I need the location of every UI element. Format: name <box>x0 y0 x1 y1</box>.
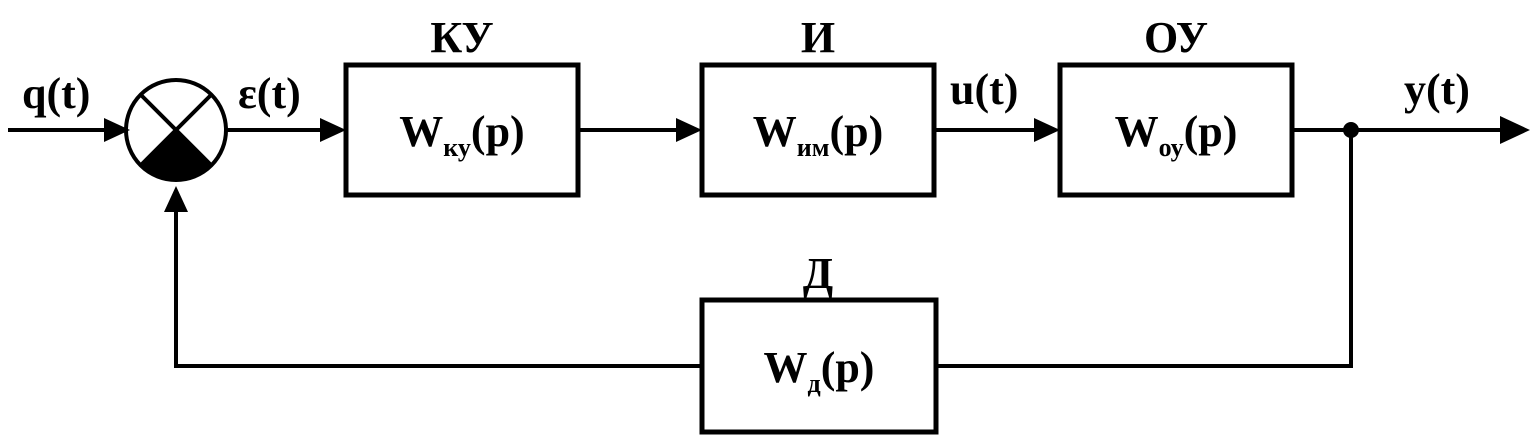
plant-label: ОУ <box>1144 13 1208 62</box>
sensor-label: Д <box>803 249 833 298</box>
input-signal-label: q(t) <box>22 69 90 118</box>
summing-junction-negative-sector <box>140 130 212 181</box>
sensor-transfer-function: Wд(p) <box>764 343 875 398</box>
actuator-block <box>699 62 937 198</box>
actuator-arrowhead <box>676 118 702 142</box>
output-arrowhead <box>1500 116 1530 144</box>
sensor-block <box>699 297 939 435</box>
summing-junction <box>124 78 228 182</box>
controller-transfer-function: Wку(p) <box>399 107 524 162</box>
output-signal-label: y(t) <box>1404 65 1470 114</box>
branch-point <box>1343 122 1359 138</box>
actuator-transfer-function: Wим(p) <box>753 107 883 162</box>
error-signal-label: ε(t) <box>238 69 301 118</box>
controller-block <box>343 62 581 198</box>
plant-transfer-function: Wоу(p) <box>1115 107 1238 162</box>
plant-arrowhead <box>1034 118 1060 142</box>
feedback-line-right <box>936 130 1353 368</box>
actuator-label: И <box>801 13 835 62</box>
control-signal-label: u(t) <box>950 65 1018 114</box>
plant-block <box>1057 62 1295 198</box>
input-arrowhead <box>104 118 130 142</box>
feedback-line-left <box>174 200 702 368</box>
feedback-arrowhead <box>164 186 188 212</box>
error-arrowhead <box>320 118 346 142</box>
controller-label: КУ <box>430 13 493 62</box>
